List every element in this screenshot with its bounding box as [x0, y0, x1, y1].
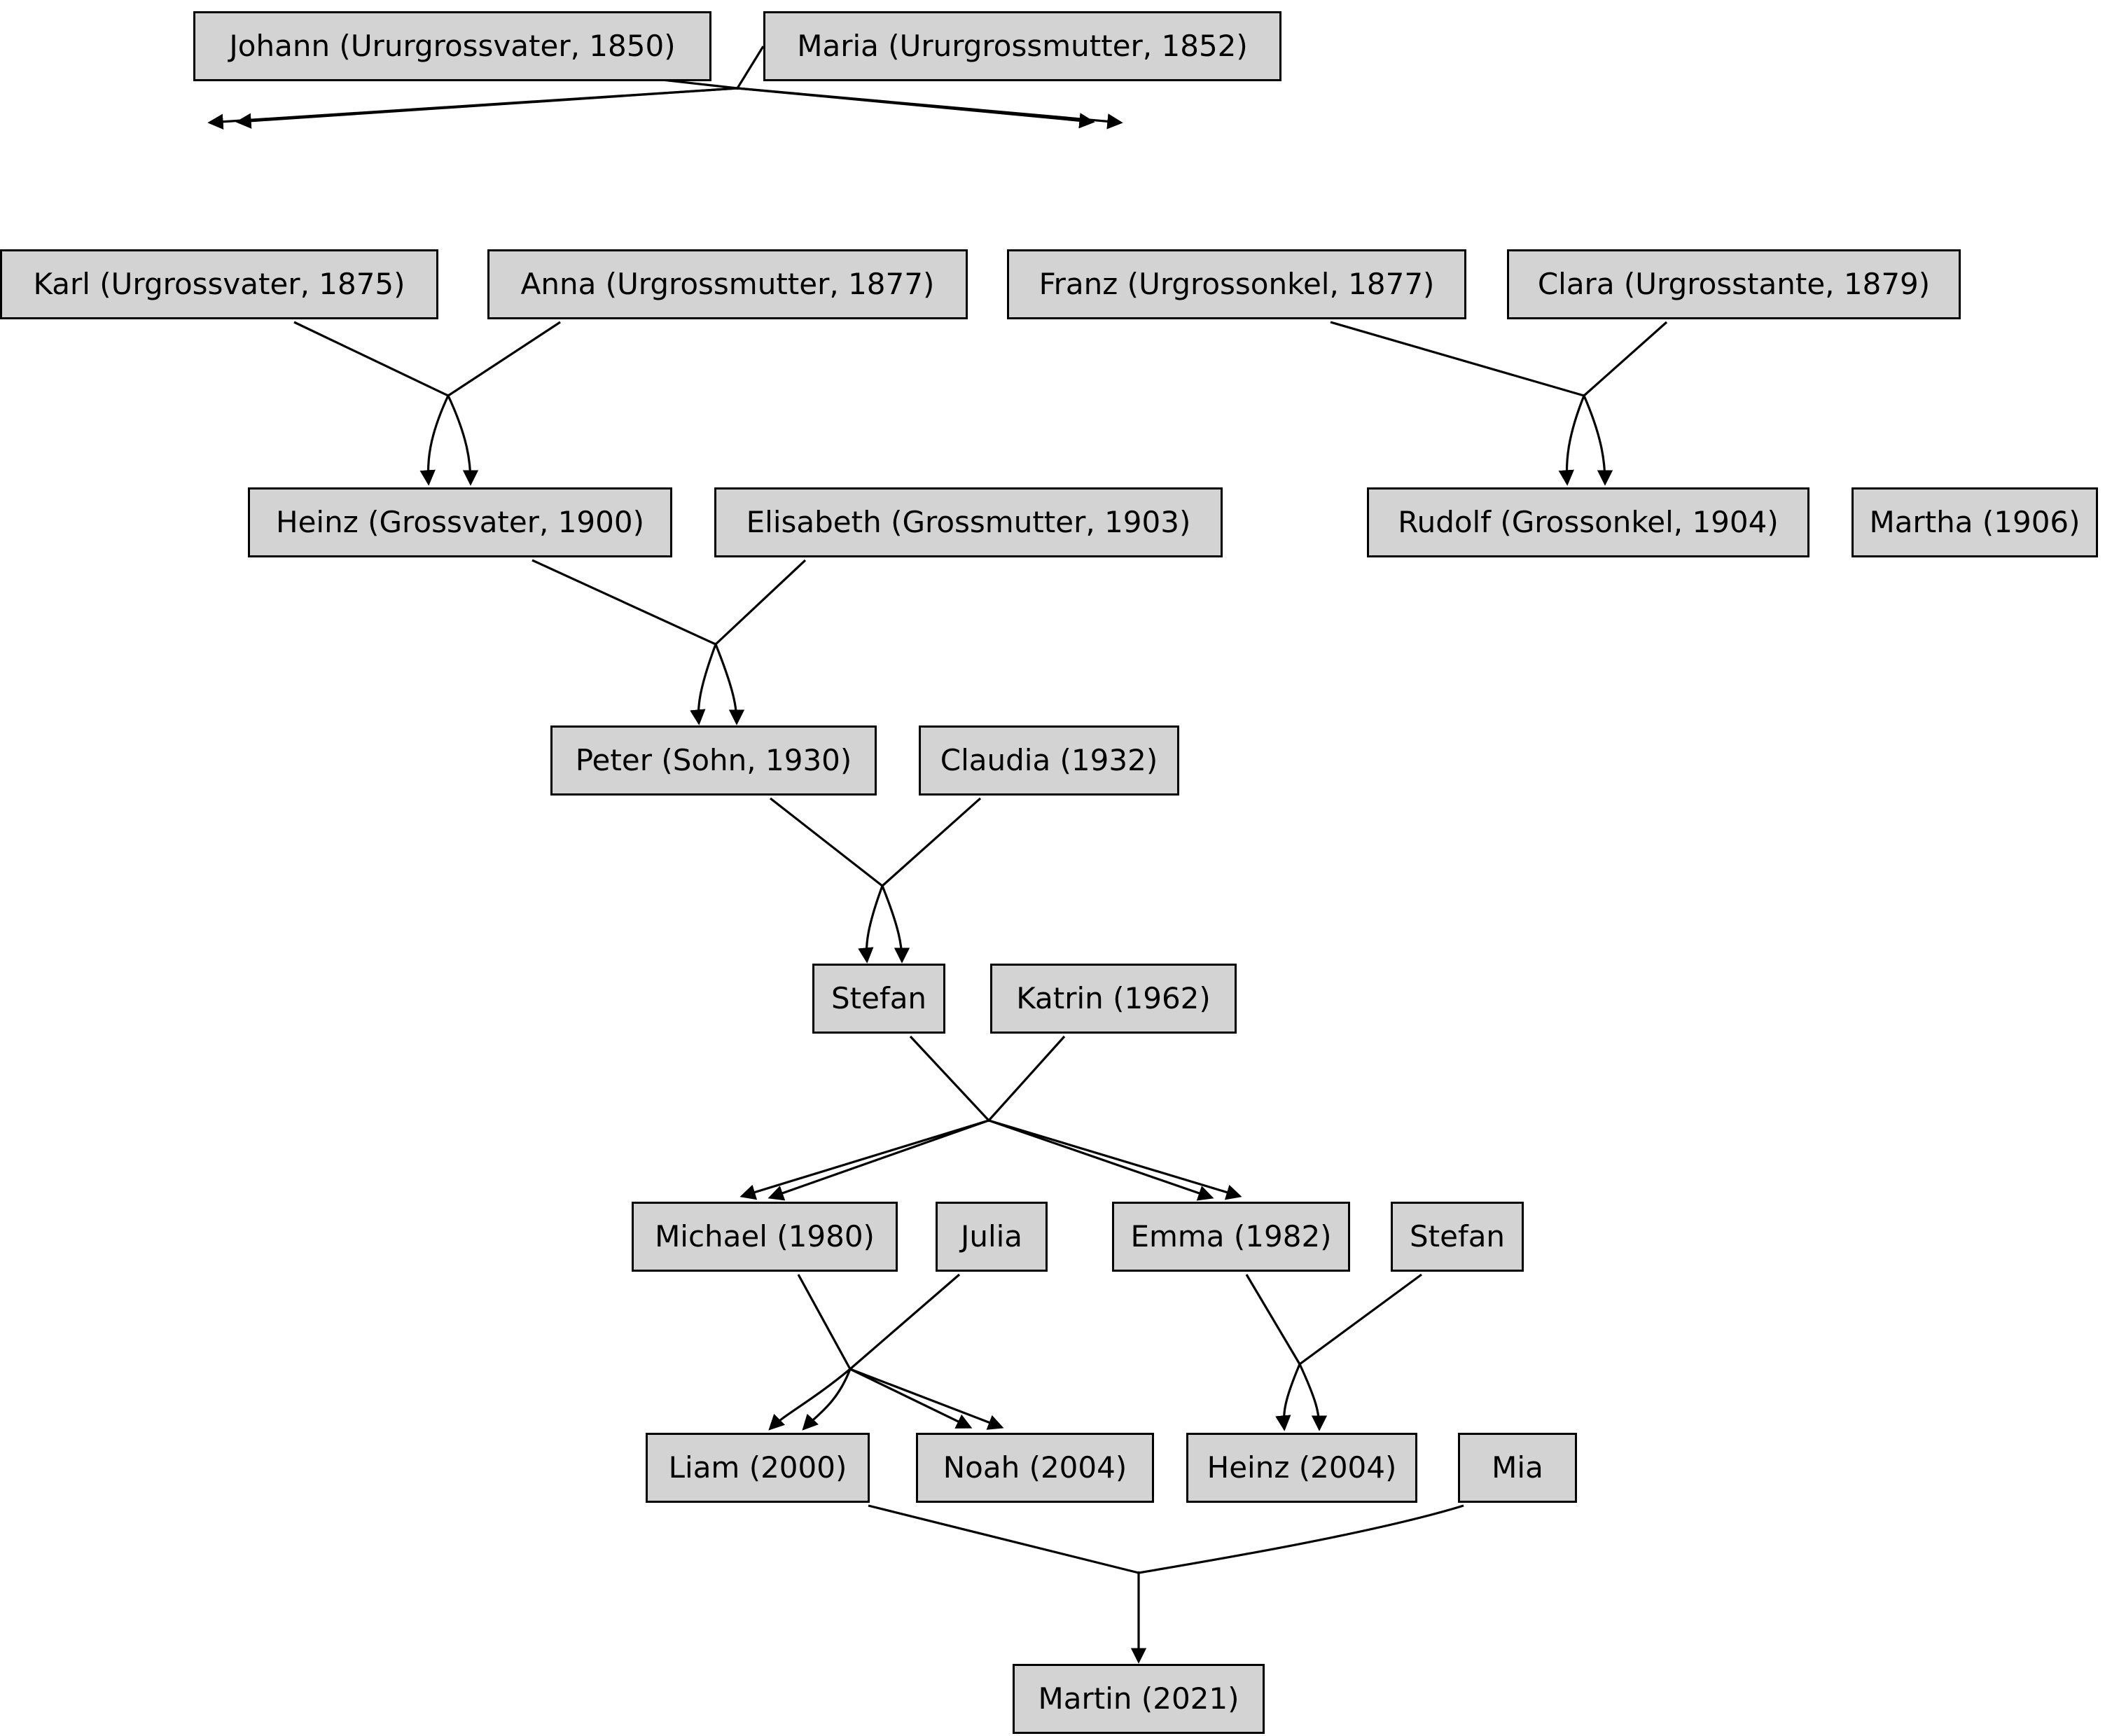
edge-g2_left_in-0	[293, 321, 449, 397]
node-rudolf[interactable]: Rudolf (Grossonkel, 1904)	[1367, 487, 1809, 557]
node-michael[interactable]: Michael (1980)	[632, 1202, 898, 1272]
node-liam[interactable]: Liam (2000)	[646, 1433, 870, 1503]
edge-g6_out-0	[768, 1368, 852, 1431]
edge-g2_left_out-1	[447, 395, 479, 486]
node-heinz[interactable]: Heinz (Grossvater, 1900)	[248, 487, 672, 557]
node-anna[interactable]: Anna (Urgrossmutter, 1877)	[487, 249, 968, 319]
node-peter[interactable]: Peter (Sohn, 1930)	[550, 725, 877, 796]
node-label: Michael (1980)	[655, 1219, 875, 1254]
junction-g2_left_junction	[446, 394, 450, 398]
edge-g8_in-1	[1138, 1504, 1464, 1574]
node-label: Heinz (Grossvater, 1900)	[276, 505, 644, 539]
node-martha[interactable]: Martha (1906)	[1852, 487, 2098, 557]
junction-g1_junction	[735, 86, 739, 90]
edge-g2_right_out-0	[1558, 395, 1585, 486]
edge-g2_left_in-1	[447, 321, 561, 397]
edge-g4_out-1	[881, 885, 910, 964]
node-label: Heinz (2004)	[1207, 1450, 1397, 1485]
node-label: Rudolf (Grossonkel, 1904)	[1398, 505, 1779, 539]
edge-g5_out-0	[739, 1119, 989, 1200]
edge-g1_in-1	[736, 46, 765, 89]
node-label: Johann (Ururgrossvater, 1850)	[229, 29, 676, 63]
node-label: Anna (Urgrossmutter, 1877)	[520, 267, 935, 301]
node-clara[interactable]: Clara (Urgrosstante, 1879)	[1507, 249, 1961, 319]
node-maria[interactable]: Maria (Ururgrossmutter, 1852)	[763, 11, 1281, 81]
junction-g7_junction	[1298, 1362, 1302, 1366]
node-stefan2[interactable]: Stefan	[1391, 1202, 1524, 1272]
edge-g3_out-1	[714, 644, 745, 725]
edge-g5_in-1	[987, 1035, 1066, 1122]
junction-g6_junction	[848, 1367, 852, 1371]
node-label: Stefan	[831, 981, 927, 1015]
node-label: Maria (Ururgrossmutter, 1852)	[797, 29, 1248, 63]
edge-g2_right_in-0	[1330, 321, 1585, 397]
junction-g4_junction	[880, 884, 884, 888]
node-label: Elisabeth (Grossmutter, 1903)	[746, 505, 1191, 539]
node-label: Liam (2000)	[668, 1450, 847, 1485]
edge-g6_in-0	[797, 1274, 852, 1370]
edge-g3_in-0	[532, 559, 716, 646]
edge-g3_out-0	[690, 644, 717, 725]
edge-g4_in-0	[770, 797, 883, 887]
edge-g1_out-3	[737, 87, 1123, 130]
node-label: Martin (2021)	[1038, 1681, 1239, 1716]
node-label: Peter (Sohn, 1930)	[575, 743, 852, 777]
node-emma[interactable]: Emma (1982)	[1112, 1202, 1350, 1272]
node-label: Franz (Urgrossonkel, 1877)	[1038, 267, 1435, 301]
edge-g5_in-0	[909, 1035, 990, 1122]
edge-g2_right_in-1	[1583, 321, 1668, 397]
edge-g6_out-1	[802, 1368, 852, 1431]
node-franz[interactable]: Franz (Urgrossonkel, 1877)	[1007, 249, 1466, 319]
edge-g4_out-0	[858, 885, 884, 964]
edge-g5_out-1	[767, 1119, 989, 1201]
node-julia[interactable]: Julia	[936, 1202, 1048, 1272]
node-martin[interactable]: Martin (2021)	[1013, 1664, 1265, 1734]
edge-g3_in-1	[714, 559, 807, 646]
node-mia[interactable]: Mia	[1458, 1433, 1577, 1503]
edge-g6_in-1	[849, 1273, 961, 1370]
node-label: Martha (1906)	[1869, 505, 2080, 539]
edge-g2_left_out-0	[419, 395, 450, 486]
node-label: Clara (Urgrosstante, 1879)	[1537, 267, 1931, 301]
node-label: Karl (Urgrossvater, 1875)	[33, 267, 405, 301]
edge-g5_out-3	[988, 1119, 1242, 1200]
edge-g1_out-1	[235, 87, 738, 129]
edge-g1_out-2	[737, 87, 1095, 129]
node-label: Katrin (1962)	[1016, 981, 1211, 1015]
node-karl[interactable]: Karl (Urgrossvater, 1875)	[0, 249, 438, 319]
edge-g7_in-0	[1245, 1274, 1301, 1365]
node-katrin[interactable]: Katrin (1962)	[990, 964, 1237, 1034]
edge-g4_in-1	[881, 797, 982, 887]
node-claudia[interactable]: Claudia (1932)	[919, 725, 1179, 796]
junction-g2_right_junction	[1582, 394, 1586, 398]
junction-g5_junction	[987, 1118, 991, 1123]
node-label: Mia	[1492, 1450, 1543, 1485]
node-heinz2[interactable]: Heinz (2004)	[1186, 1433, 1417, 1503]
edge-g7_out-0	[1275, 1363, 1301, 1431]
junction-g3_junction	[714, 642, 718, 646]
node-label: Claudia (1932)	[940, 743, 1158, 777]
node-label: Julia	[960, 1219, 1023, 1254]
edge-g6_out-3	[849, 1368, 1004, 1430]
node-noah[interactable]: Noah (2004)	[916, 1433, 1154, 1503]
node-johann[interactable]: Johann (Ururgrossvater, 1850)	[193, 11, 711, 81]
edge-g5_out-2	[988, 1119, 1214, 1201]
edge-g6_out-2	[849, 1368, 973, 1429]
edge-g2_right_out-1	[1583, 395, 1613, 486]
edge-g1_out-0	[207, 87, 738, 130]
junction-g8_junction	[1137, 1571, 1141, 1575]
node-label: Noah (2004)	[943, 1450, 1127, 1485]
node-stefan1[interactable]: Stefan	[812, 964, 945, 1034]
edge-g8_in-0	[868, 1504, 1139, 1574]
node-label: Stefan	[1409, 1219, 1506, 1254]
node-label: Emma (1982)	[1130, 1219, 1332, 1254]
edge-g7_in-1	[1299, 1273, 1422, 1366]
node-elisabeth[interactable]: Elisabeth (Grossmutter, 1903)	[714, 487, 1223, 557]
edge-g7_out-1	[1298, 1363, 1328, 1431]
